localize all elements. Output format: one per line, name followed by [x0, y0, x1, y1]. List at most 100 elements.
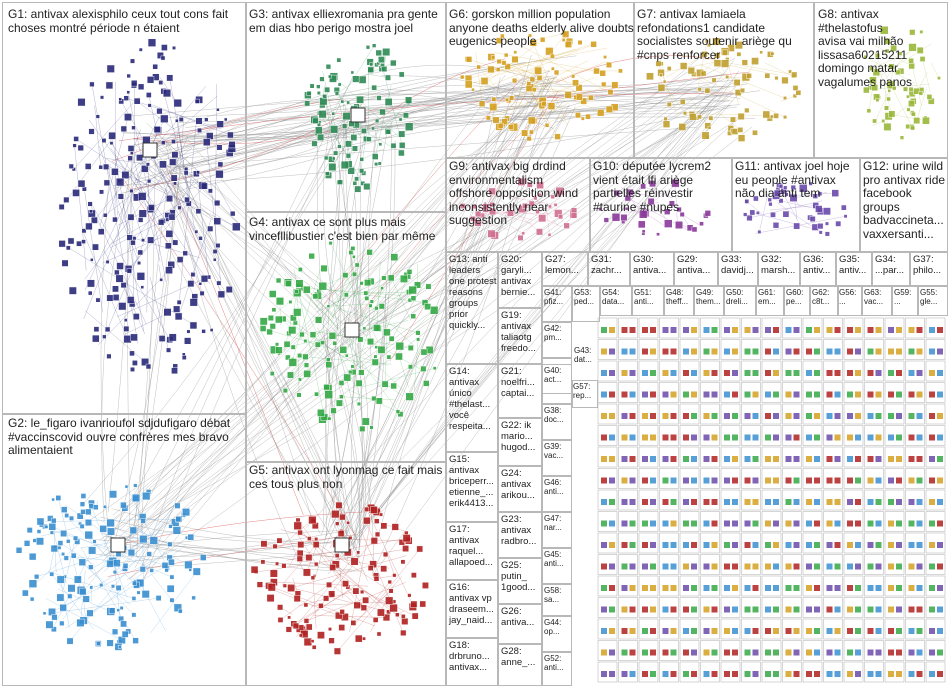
node: [896, 327, 902, 333]
node: [855, 435, 861, 441]
node: [745, 413, 751, 419]
node: [896, 542, 902, 548]
node: [794, 370, 800, 376]
node: [745, 628, 751, 634]
node: [691, 370, 697, 376]
node: [855, 370, 861, 376]
node: [876, 607, 882, 613]
node: [794, 392, 800, 398]
node: [765, 392, 771, 398]
node: [806, 499, 812, 505]
node: [847, 370, 853, 376]
node: [814, 392, 820, 398]
group-box-g28: [498, 644, 542, 686]
node: [876, 628, 882, 634]
group-box-g13: [446, 252, 498, 364]
node: [937, 521, 943, 527]
node: [937, 392, 943, 398]
node: [896, 671, 902, 677]
node: [745, 327, 751, 333]
node: [732, 327, 738, 333]
node: [642, 628, 648, 634]
group-box-g54: [600, 286, 632, 316]
node: [704, 370, 710, 376]
node: [609, 650, 615, 656]
node: [876, 392, 882, 398]
node: [691, 564, 697, 570]
node: [855, 585, 861, 591]
node: [786, 671, 792, 677]
node: [896, 499, 902, 505]
node: [622, 564, 628, 570]
node: [786, 542, 792, 548]
node: [671, 370, 677, 376]
node: [847, 521, 853, 527]
node: [732, 456, 738, 462]
node: [642, 478, 648, 484]
group-box-g8: [814, 2, 948, 158]
node: [868, 499, 874, 505]
node: [663, 650, 669, 656]
node: [712, 521, 718, 527]
node: [888, 542, 894, 548]
node: [855, 542, 861, 548]
node: [663, 327, 669, 333]
node: [909, 650, 915, 656]
node: [855, 521, 861, 527]
node: [630, 456, 636, 462]
node: [868, 585, 874, 591]
node: [601, 564, 607, 570]
node: [876, 327, 882, 333]
node: [929, 671, 935, 677]
node: [712, 607, 718, 613]
node: [609, 370, 615, 376]
node: [835, 564, 841, 570]
node: [765, 607, 771, 613]
node: [601, 327, 607, 333]
node: [806, 456, 812, 462]
node: [732, 392, 738, 398]
node: [868, 628, 874, 634]
group-box-g30: [630, 252, 674, 286]
group-box-g53: [572, 286, 600, 322]
node: [917, 585, 923, 591]
node: [691, 521, 697, 527]
node: [753, 542, 759, 548]
node: [642, 499, 648, 505]
node: [786, 650, 792, 656]
node: [794, 349, 800, 355]
node: [855, 607, 861, 613]
node: [909, 413, 915, 419]
node: [691, 478, 697, 484]
node: [601, 650, 607, 656]
node: [888, 370, 894, 376]
node: [835, 456, 841, 462]
node: [650, 478, 656, 484]
node: [896, 456, 902, 462]
node: [671, 585, 677, 591]
node: [888, 456, 894, 462]
node: [773, 499, 779, 505]
group-box-g35: [836, 252, 872, 286]
node: [794, 413, 800, 419]
node: [868, 370, 874, 376]
node: [917, 478, 923, 484]
node: [786, 478, 792, 484]
node: [691, 327, 697, 333]
node: [724, 585, 730, 591]
node: [683, 585, 689, 591]
node: [847, 607, 853, 613]
node: [917, 607, 923, 613]
node: [683, 628, 689, 634]
node: [704, 327, 710, 333]
node: [683, 478, 689, 484]
node: [917, 628, 923, 634]
node: [896, 650, 902, 656]
node: [929, 650, 935, 656]
node: [704, 478, 710, 484]
node: [868, 478, 874, 484]
node: [835, 650, 841, 656]
node: [847, 542, 853, 548]
node: [835, 478, 841, 484]
node: [806, 585, 812, 591]
